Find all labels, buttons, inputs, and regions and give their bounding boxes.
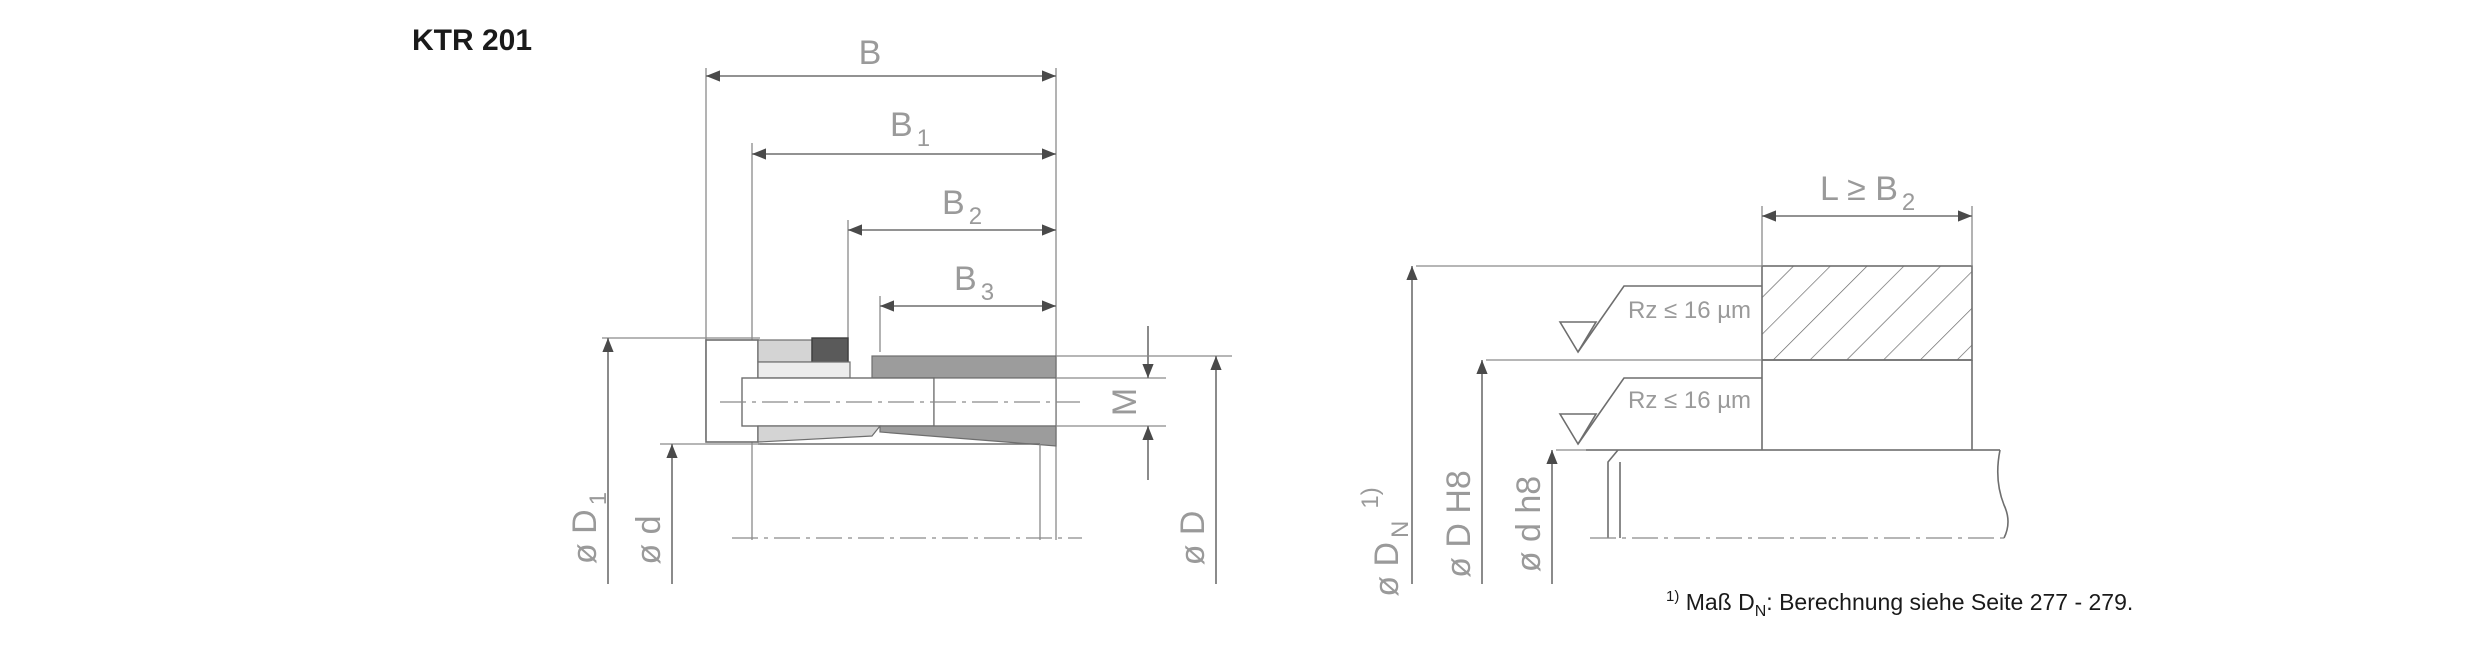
dim-label-d1: ø D1 [566,492,612,564]
dim-label-d-small: ø d [630,515,668,564]
roughness-label-top: Rz ≤ 16 µm [1628,297,1751,324]
hub-section-hatched [1761,265,1973,361]
dim-label-dh8-shaft: ø d h8 [1510,476,1548,572]
roughness-symbol-bottom [1558,413,1598,446]
taper-lower-section [879,425,1057,447]
roughness-leader-top [1577,285,1762,353]
dim-label-b: B [859,34,882,72]
roughness-leader-bottom [1577,377,1762,445]
hub-upper-section [871,355,1057,379]
inner-ring-lower [757,425,882,443]
shaft-chamfer-left [1607,449,1619,538]
dim-label-d-large: ø D [1174,511,1212,566]
dim-label-dh8: ø D H8 [1440,470,1478,578]
dim-label-dn: ø DN1) [1357,487,1414,596]
footnote: 1) Maß DN: Berechnung siehe Seite 277 - … [1666,588,2133,620]
roughness-label-bottom: Rz ≤ 16 µm [1628,387,1751,414]
roughness-symbol-top [1558,321,1598,354]
page-title: KTR 201 [412,24,532,57]
inner-ring-upper [757,361,851,379]
ring-top-section [757,339,813,363]
shaft-break-line [1996,449,2009,539]
dim-label-m: M [1106,388,1144,416]
